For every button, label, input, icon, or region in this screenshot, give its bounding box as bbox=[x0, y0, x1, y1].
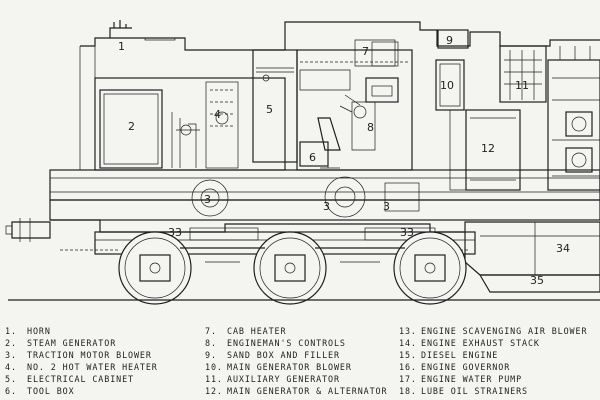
legend-item: 4.NO. 2 HOT WATER HEATER bbox=[5, 362, 158, 372]
legend-item: 16.ENGINE GOVERNOR bbox=[399, 362, 511, 372]
callout-label: 7 bbox=[362, 45, 369, 58]
legend-item: 15.DIESEL ENGINE bbox=[399, 350, 499, 360]
callout-label: 6 bbox=[309, 151, 316, 164]
trucks bbox=[8, 227, 600, 305]
callout-label: 3 bbox=[383, 200, 390, 213]
callout-label: 5 bbox=[266, 103, 273, 116]
legend-item: 6.TOOL BOX bbox=[5, 386, 75, 396]
legend-item: 1.HORN bbox=[5, 326, 51, 336]
legend-item: 17.ENGINE WATER PUMP bbox=[399, 374, 523, 384]
legend-item: 11.AUXILIARY GENERATOR bbox=[205, 374, 340, 384]
callout-label: 33 bbox=[168, 226, 182, 239]
legend-item: 2.STEAM GENERATOR bbox=[5, 338, 117, 348]
legend-item: 10.MAIN GENERATOR BLOWER bbox=[205, 362, 352, 372]
legend-item: 3.TRACTION MOTOR BLOWER bbox=[5, 350, 152, 360]
callout-label: 4 bbox=[214, 108, 221, 121]
callout-labels: 1 2 3 3 3 4 5 6 7 8 9 10 11 12 33 33 34 … bbox=[118, 34, 570, 287]
legend-item: 12.MAIN GENERATOR & ALTERNATOR bbox=[205, 386, 388, 396]
locomotive-drawing: 1 2 3 3 3 4 5 6 7 8 9 10 11 12 33 33 34 … bbox=[5, 20, 600, 305]
callout-label: 8 bbox=[367, 121, 374, 134]
callout-label: 2 bbox=[128, 120, 135, 133]
legend-item: 9.SAND BOX AND FILLER bbox=[205, 350, 340, 360]
underframe bbox=[5, 169, 600, 293]
legend-item: 5.ELECTRICAL CABINET bbox=[5, 374, 134, 384]
callout-label: 3 bbox=[323, 200, 330, 213]
legend-item: 8.ENGINEMAN'S CONTROLS bbox=[205, 338, 346, 348]
callout-label: 11 bbox=[515, 79, 529, 92]
legend-item: 18.LUBE OIL STRAINERS bbox=[399, 386, 528, 396]
legend-item: 13.ENGINE SCAVENGING AIR BLOWER bbox=[399, 326, 588, 336]
callout-label: 33 bbox=[400, 226, 414, 239]
callout-label: 1 bbox=[118, 40, 125, 53]
legend-item: 7.CAB HEATER bbox=[205, 326, 287, 336]
legend-item: 14.ENGINE EXHAUST STACK bbox=[399, 338, 540, 348]
callout-label: 3 bbox=[204, 193, 211, 206]
callout-label: 12 bbox=[481, 142, 495, 155]
callout-label: 10 bbox=[440, 79, 454, 92]
parts-legend: 1.HORN 2.STEAM GENERATOR 3.TRACTION MOTO… bbox=[0, 321, 600, 400]
callout-label: 9 bbox=[446, 34, 453, 47]
body-outline bbox=[79, 20, 600, 191]
callout-label: 35 bbox=[530, 274, 544, 287]
callout-label: 34 bbox=[556, 242, 570, 255]
